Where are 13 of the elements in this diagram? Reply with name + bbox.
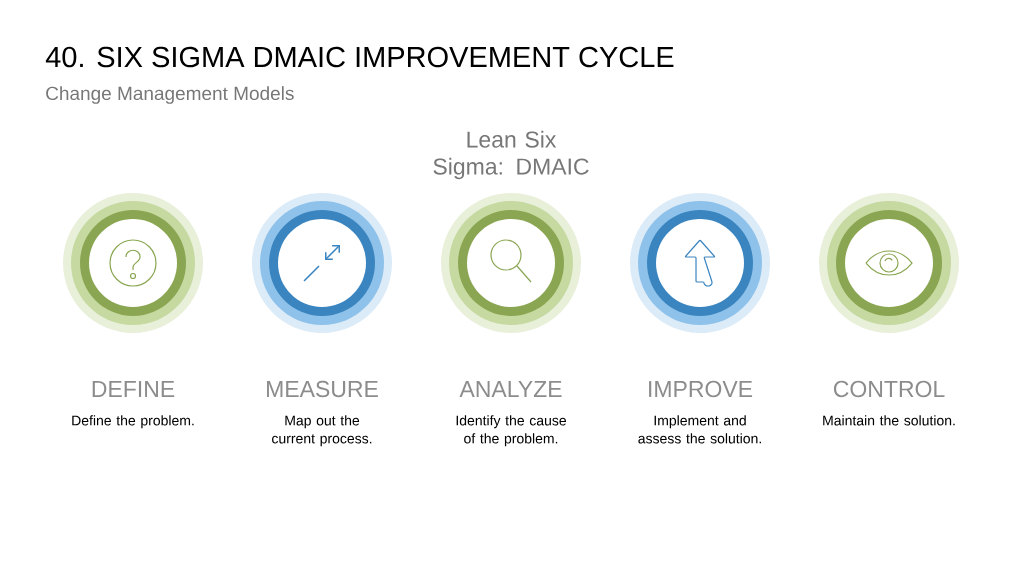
node-label: ANALYZE	[459, 381, 562, 397]
node-label: DEFINE	[92, 381, 175, 397]
node-label: CONTROL	[833, 380, 945, 398]
node-label: MEASURE	[267, 380, 378, 398]
title: 40. SIX SIGMA DMAIC IMPROVEMENT CYCLE	[45, 46, 674, 68]
node-label: IMPROVE	[649, 380, 753, 398]
step-description: Map out the current process.	[272, 415, 372, 447]
step-description: Define the problem.	[72, 415, 194, 429]
step-description: Implement and assess the solution.	[638, 415, 761, 444]
step-description: Maintain the solution.	[823, 415, 955, 426]
diagram-heading: Lean Six Sigma: DMAIC	[433, 130, 589, 180]
subtitle: Change Management Models	[46, 86, 294, 104]
step-description: Identify the cause of the problem.	[456, 415, 566, 447]
